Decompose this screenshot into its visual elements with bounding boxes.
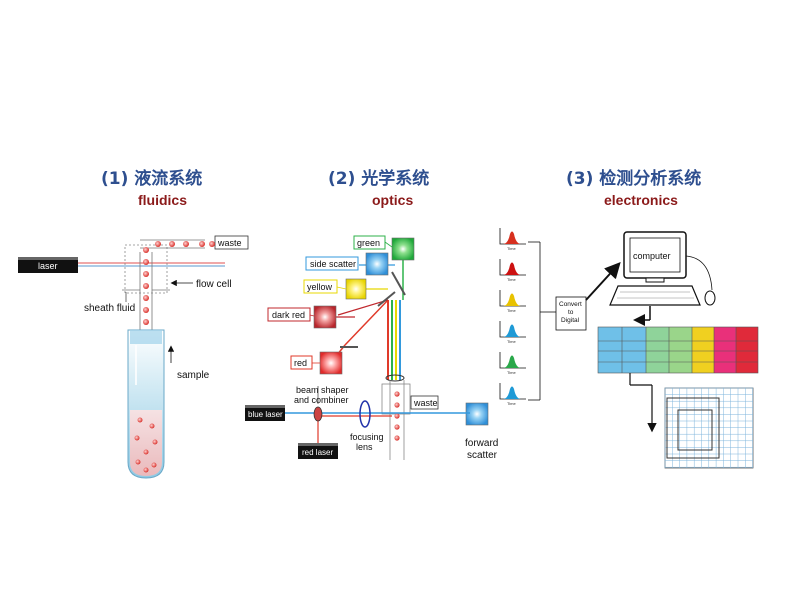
beam-shaper-label-2: and combiner xyxy=(294,395,349,405)
focusing-lens-label-2: lens xyxy=(356,442,373,452)
green-label: green xyxy=(357,238,380,248)
green-detector xyxy=(391,237,415,261)
electronics-title: (3) 检测分析系统 xyxy=(566,169,702,189)
pulse-time-label: Time xyxy=(507,246,517,251)
pulse-peak xyxy=(503,355,521,368)
fluidics-waste-label: waste xyxy=(217,238,242,248)
convert-to-digital-box xyxy=(555,296,587,331)
pulse-plot: Time xyxy=(499,321,526,344)
data-table xyxy=(597,326,759,374)
laser-label: laser xyxy=(38,261,58,271)
blue-laser-label: blue laser xyxy=(248,410,283,419)
red-detector xyxy=(319,351,343,375)
convert-label-2: to xyxy=(568,309,574,316)
flow-cell-box xyxy=(124,244,168,294)
convert-label-3: Digital xyxy=(561,317,580,324)
optics-panel: green side scatter yellow dark red red w… xyxy=(245,235,498,461)
fluidics-panel: laser waste xyxy=(18,235,249,479)
pulse-plot: Time xyxy=(499,228,526,251)
pulse-peak xyxy=(503,231,521,244)
yellow-detector xyxy=(345,278,367,300)
optics-flow-cell xyxy=(381,383,411,415)
pulse-peak xyxy=(503,262,521,275)
red-label: red xyxy=(294,358,307,368)
pulse-time-label: Time xyxy=(507,401,517,406)
optics-title: (2) 光学系统 xyxy=(328,169,430,189)
forward-scatter-label-1: forward xyxy=(465,438,498,449)
convert-label-1: Convert xyxy=(559,301,582,308)
pulse-plot: Time xyxy=(499,259,526,282)
pulse-time-label: Time xyxy=(507,339,517,344)
focusing-lens-label-1: focusing xyxy=(350,432,384,442)
pulse-plot: Time xyxy=(499,290,526,313)
optics-subtitle: optics xyxy=(372,192,414,208)
forward-scatter-label-2: scatter xyxy=(467,450,498,461)
sample-label: sample xyxy=(177,370,210,381)
electronics-subtitle: electronics xyxy=(604,192,678,208)
dark-red-label: dark red xyxy=(272,310,305,320)
dark-red-detector xyxy=(313,305,337,329)
pulse-peak xyxy=(503,293,521,306)
pulse-peak xyxy=(503,386,521,399)
fluidics-subtitle: fluidics xyxy=(138,192,188,208)
pulse-peak xyxy=(503,324,521,337)
fluidics-title: (1) 液流系统 xyxy=(101,169,203,189)
flow-cell-label: flow cell xyxy=(196,279,232,290)
sample-tube xyxy=(127,329,165,479)
pulse-time-label: Time xyxy=(507,308,517,313)
beam-shaper xyxy=(313,406,323,422)
pulse-plot: Time xyxy=(499,383,526,406)
forward-scatter-detector xyxy=(465,402,489,426)
beam-shaper-label-1: beam shaper xyxy=(296,385,349,395)
laser-box xyxy=(18,257,78,273)
yellow-label: yellow xyxy=(307,282,333,292)
side-scatter-label: side scatter xyxy=(310,259,356,269)
computer: computer xyxy=(609,231,716,306)
side-scatter-detector xyxy=(365,252,389,276)
pulse-time-label: Time xyxy=(507,277,517,282)
focusing-lens xyxy=(359,400,371,428)
red-laser-box xyxy=(298,443,338,459)
blue-laser-box xyxy=(245,405,285,421)
red-laser-label: red laser xyxy=(302,448,333,457)
dot-plot xyxy=(664,387,754,469)
cells-in-stream xyxy=(143,241,215,325)
sheath-fluid-label: sheath fluid xyxy=(84,303,135,314)
optics-waste-label: waste xyxy=(413,398,438,408)
computer-label: computer xyxy=(633,251,671,261)
pulse-plot: Time xyxy=(499,352,526,375)
pulse-time-label: Time xyxy=(507,370,517,375)
